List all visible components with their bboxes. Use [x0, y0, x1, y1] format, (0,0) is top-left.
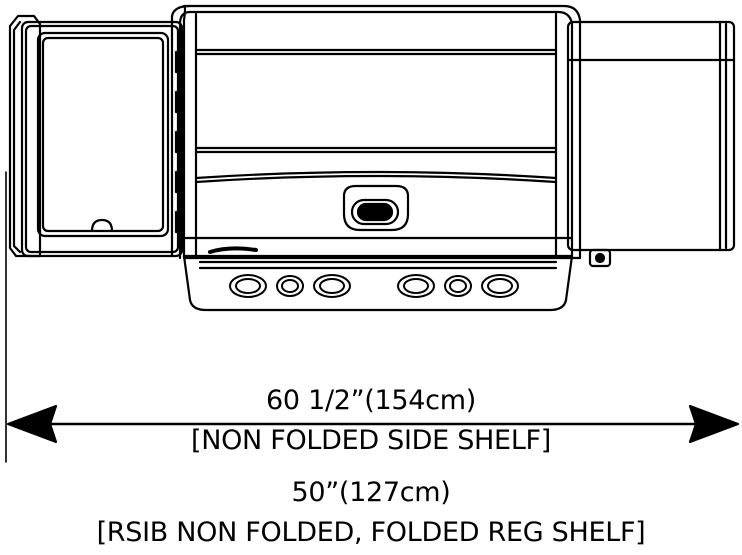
control-panel [182, 246, 574, 312]
side-burner-lid [36, 31, 170, 238]
right-shelf-latch [588, 248, 612, 268]
alt-width-label: 50”(127cm) [291, 477, 451, 508]
alt-width-note: [RSIB NON FOLDED, FOLDED REG SHELF] [96, 517, 646, 548]
left-side-shelf [8, 14, 184, 258]
control-knobs [229, 274, 519, 298]
width-dimension-arrow [6, 404, 740, 444]
overall-width-note: [NON FOLDED SIDE SHELF] [190, 425, 552, 456]
grill-hood [170, 4, 582, 260]
hood-handle [342, 184, 410, 232]
overall-width-label: 60 1/2”(154cm) [266, 385, 476, 416]
right-side-shelf [566, 20, 736, 252]
